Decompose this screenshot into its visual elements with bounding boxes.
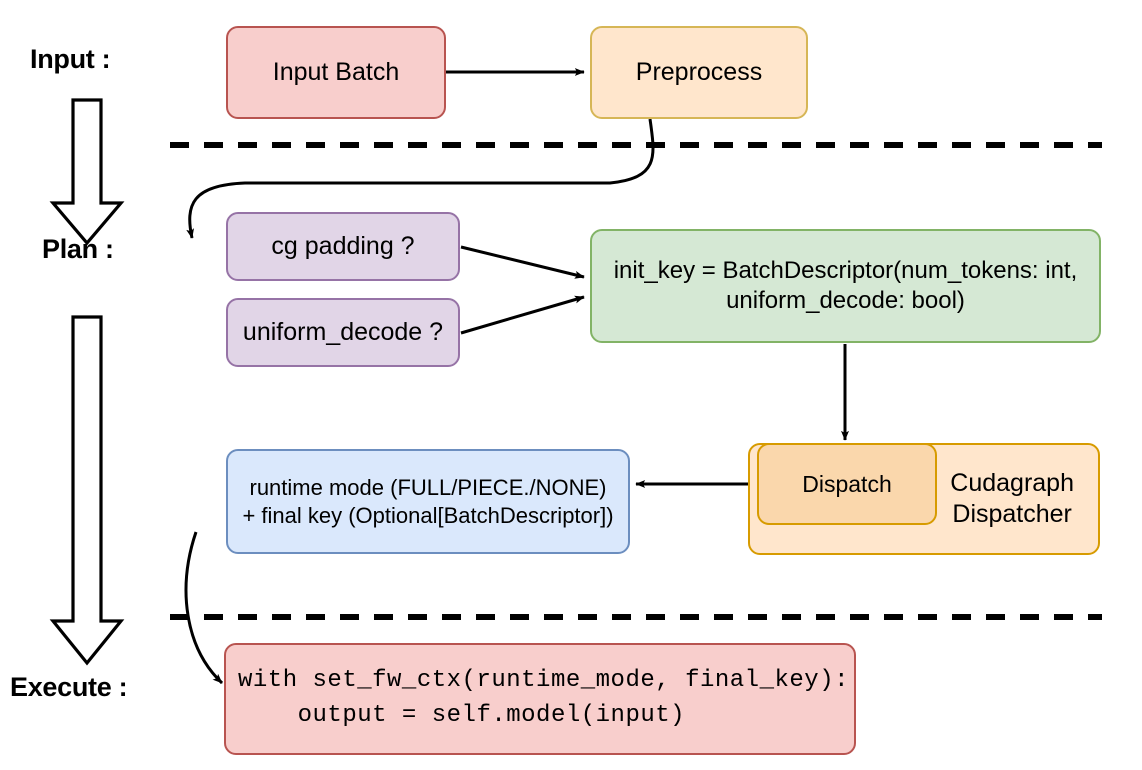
node-input-batch[interactable]: Input Batch xyxy=(226,26,446,119)
node-dispatch-label: Dispatch xyxy=(802,470,892,497)
stage-label-execute: Execute : xyxy=(10,672,128,702)
stage-label-plan: Plan : xyxy=(42,234,114,264)
node-exec-code[interactable]: with set_fw_ctx(runtime_mode, final_key)… xyxy=(224,643,856,755)
node-init-key[interactable]: init_key = BatchDescriptor(num_tokens: i… xyxy=(590,229,1101,343)
plan-to-execute-flow-arrow xyxy=(49,315,125,666)
node-cg-padding[interactable]: cg padding ? xyxy=(226,212,460,281)
node-exec-code-label: with set_fw_ctx(runtime_mode, final_key)… xyxy=(238,667,849,729)
node-cudagraph-dispatcher-label: Cudagraph Dispatcher xyxy=(950,468,1074,528)
node-preprocess-label: Preprocess xyxy=(635,57,763,86)
edge-cg-padding-to-init-key xyxy=(460,245,585,279)
node-init-key-label: init_key = BatchDescriptor(num_tokens: i… xyxy=(613,257,1078,314)
node-preprocess[interactable]: Preprocess xyxy=(590,26,808,119)
stage-label-input: Input : xyxy=(30,44,111,74)
node-runtime-mode[interactable]: runtime mode (FULL/PIECE./NONE) + final … xyxy=(226,449,630,554)
node-input-batch-label: Input Batch xyxy=(272,57,400,86)
node-dispatch[interactable]: Dispatch xyxy=(757,443,937,525)
input-to-plan-flow-arrow xyxy=(49,98,125,246)
node-uniform-decode[interactable]: uniform_decode ? xyxy=(226,298,460,367)
node-uniform-decode-label: uniform_decode ? xyxy=(242,317,444,346)
node-runtime-mode-label: runtime mode (FULL/PIECE./NONE) + final … xyxy=(242,475,614,528)
node-cg-padding-label: cg padding ? xyxy=(271,231,415,260)
edge-uniform-decode-to-init-key xyxy=(460,295,585,335)
edge-runtime-mode-to-exec-code xyxy=(184,531,224,685)
